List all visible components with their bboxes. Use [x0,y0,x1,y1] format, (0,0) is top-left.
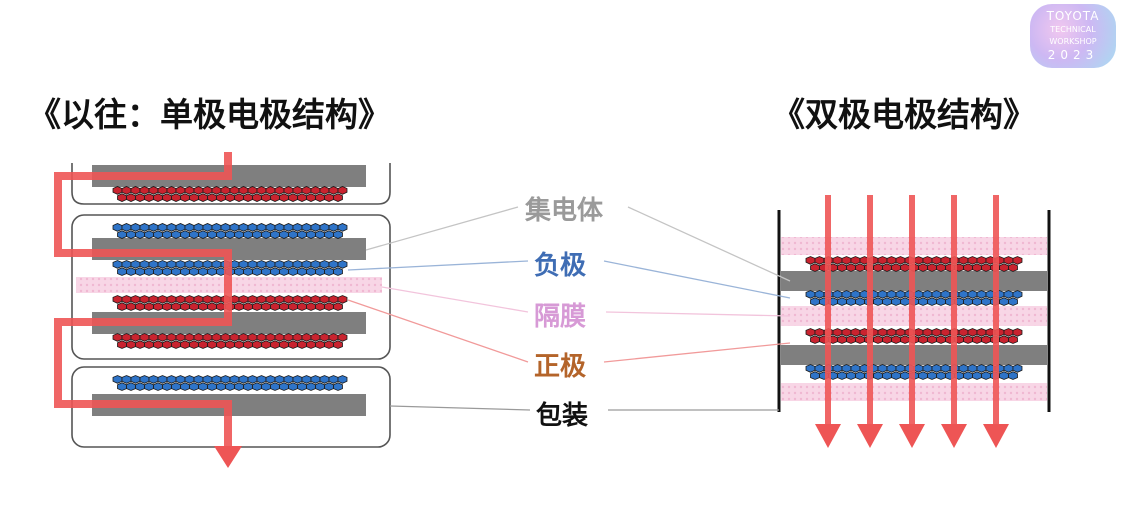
label-current-collector: 集电体 [525,196,604,226]
label-separator: 隔膜 [534,302,587,332]
current-flow-arrows [815,195,1009,448]
current-flow-path [54,152,232,448]
logo-text: TECHNICAL [1050,25,1096,34]
current-flow-arrowhead [815,424,841,448]
current-flow-arrowhead [899,424,925,448]
toyota-technical-workshop-logo: TOYOTA TECHNICAL WORKSHOP 2023 [1030,4,1116,68]
monopolar-title: 《以往：单极电极结构》 [28,95,391,134]
logo-badge [1030,4,1116,68]
monopolar-structure [54,152,391,468]
label-package: 包装 [536,401,589,431]
leader-line-separator [381,286,529,313]
label-negative-electrode: 负极 [534,251,587,281]
cell-package-middle [71,214,391,360]
current-flow-arrowhead [857,424,883,448]
logo-text: WORKSHOP [1049,37,1097,46]
leader-line-negative [603,260,791,299]
leader-line-positive [347,299,529,363]
positive-electrode-layer [112,186,348,202]
leader-line-positive [603,342,791,363]
leader-lines [347,206,791,411]
logo-text: TOYOTA [1046,9,1100,23]
bipolar-title: 《双极电极结构》 [772,95,1036,134]
positive-electrode-layer [112,333,348,349]
cell-package-top [71,163,391,205]
leader-line-negative [347,260,529,271]
current-flow-arrowhead [983,424,1009,448]
bipolar-structure [777,195,1051,448]
leader-line-collector [627,206,791,282]
negative-electrode-layer [112,260,348,276]
leader-line-package [389,405,531,411]
current-flow-arrowhead [214,446,242,468]
negative-electrode-layer [112,375,348,391]
leader-line-collector [365,206,519,251]
logo-text: 2023 [1047,48,1099,62]
label-positive-electrode: 正极 [534,352,587,382]
current-flow-arrowhead [941,424,967,448]
negative-electrode-layer [112,223,348,239]
leader-line-separator [605,311,791,317]
